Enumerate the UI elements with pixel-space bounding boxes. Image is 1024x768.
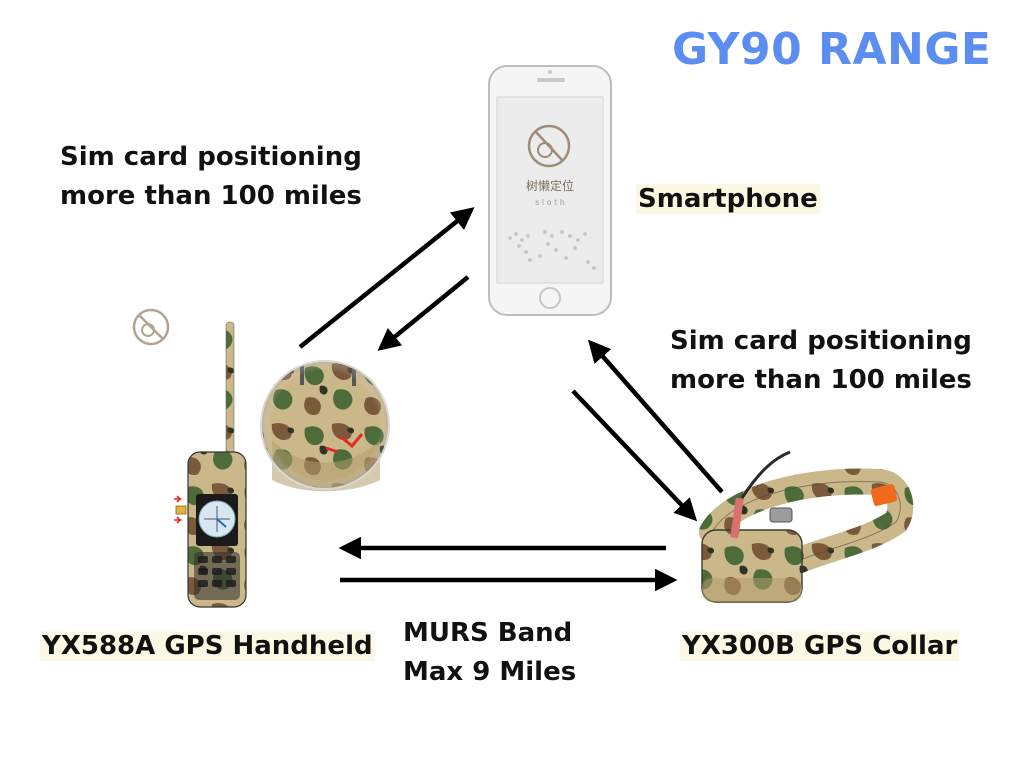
murs-note-line2: Max 9 Miles bbox=[403, 657, 577, 687]
world-map-icon bbox=[508, 230, 596, 270]
arrow-collar-to-phone bbox=[588, 339, 724, 494]
arrows bbox=[298, 207, 724, 592]
sim-note-left: Sim card positioning more than 100 miles bbox=[60, 138, 362, 216]
murs-note-line1: MURS Band bbox=[403, 618, 573, 648]
arrow-handheld-to-phone bbox=[298, 207, 475, 349]
sloth-logo-small-icon bbox=[132, 308, 170, 346]
arrow-phone-to-handheld bbox=[377, 275, 470, 351]
murs-note: MURS Band Max 9 Miles bbox=[403, 614, 576, 692]
arrow-phone-to-collar bbox=[571, 389, 698, 522]
sim-note-right-line2: more than 100 miles bbox=[670, 365, 972, 395]
collar-image bbox=[699, 450, 914, 603]
collar-zoom-image bbox=[260, 360, 390, 492]
sim-note-left-line2: more than 100 miles bbox=[60, 181, 362, 211]
app-name-cn: 树懒定位 bbox=[526, 178, 574, 193]
sim-note-right: Sim card positioning more than 100 miles bbox=[670, 322, 972, 400]
app-name-en: s l o t h bbox=[535, 198, 565, 207]
smartphone-image bbox=[488, 65, 612, 316]
sim-note-left-line1: Sim card positioning bbox=[60, 142, 362, 172]
page-title: GY90 RANGE bbox=[672, 24, 992, 75]
handheld-label: YX588A GPS Handheld bbox=[40, 631, 375, 661]
sim-note-right-line1: Sim card positioning bbox=[670, 326, 972, 356]
handheld-image bbox=[174, 321, 247, 608]
sloth-logo-icon bbox=[527, 124, 571, 168]
smartphone-label: Smartphone bbox=[636, 184, 820, 214]
collar-label: YX300B GPS Collar bbox=[680, 631, 960, 661]
